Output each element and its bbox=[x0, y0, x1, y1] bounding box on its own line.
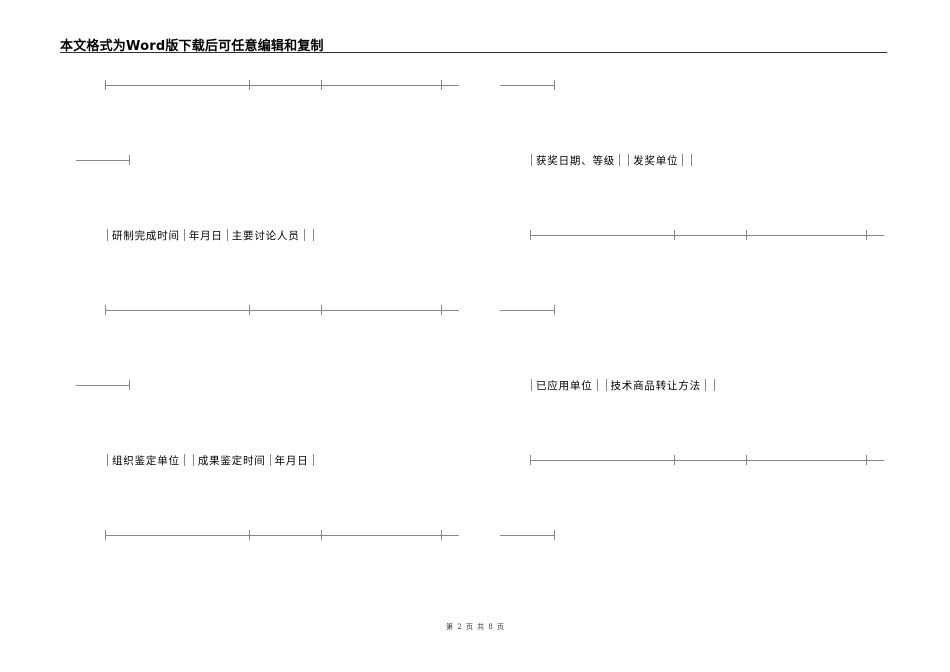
cell-border bbox=[312, 229, 314, 241]
table-tick bbox=[554, 305, 555, 315]
table-tick bbox=[105, 305, 106, 315]
table-tick bbox=[866, 455, 867, 465]
table-tick bbox=[321, 80, 322, 90]
cell-border bbox=[605, 379, 607, 391]
table-cell: 技术商品转让方法 bbox=[610, 379, 701, 392]
table-tick bbox=[321, 305, 322, 315]
table-tick bbox=[441, 530, 442, 540]
cell-border bbox=[269, 454, 271, 466]
table-tick bbox=[530, 230, 531, 240]
table-cell: 发奖单位 bbox=[633, 154, 679, 167]
table-rule-short bbox=[500, 535, 554, 536]
cell-border bbox=[531, 379, 532, 391]
table-tick bbox=[105, 80, 106, 90]
table-tick bbox=[249, 305, 250, 315]
header-title: 本文格式为Word版下载后可任意编辑和复制 bbox=[60, 39, 324, 54]
table-row: 研制完成时间 年月日 主要讨论人员 bbox=[103, 228, 318, 242]
table-cell: 组织鉴定单位 bbox=[112, 454, 180, 467]
cell-border bbox=[682, 154, 684, 166]
header-divider bbox=[60, 52, 887, 53]
table-tick bbox=[441, 80, 442, 90]
cell-border bbox=[192, 454, 194, 466]
cell-border bbox=[183, 454, 185, 466]
table-tick bbox=[129, 380, 130, 390]
cell-border bbox=[107, 229, 108, 241]
table-tick bbox=[674, 230, 675, 240]
cell-border bbox=[619, 154, 621, 166]
cell-border bbox=[312, 454, 314, 466]
table-tick bbox=[866, 230, 867, 240]
table-tick bbox=[554, 80, 555, 90]
cell-border bbox=[183, 229, 185, 241]
cell-border bbox=[303, 229, 305, 241]
table-cell: 年月日 bbox=[188, 229, 223, 242]
table-row: 已应用单位 技术商品转让方法 bbox=[527, 378, 719, 392]
table-rule-short bbox=[76, 385, 129, 386]
table-rule-short bbox=[500, 310, 554, 311]
table-cell: 获奖日期、等级 bbox=[536, 154, 616, 167]
cell-border bbox=[691, 154, 693, 166]
table-tick bbox=[746, 455, 747, 465]
table-tick bbox=[129, 155, 130, 165]
cell-border bbox=[531, 154, 532, 166]
cell-border bbox=[713, 379, 715, 391]
table-cell: 主要讨论人员 bbox=[231, 229, 300, 242]
table-tick bbox=[249, 530, 250, 540]
cell-border bbox=[226, 229, 228, 241]
table-row: 获奖日期、等级 发奖单位 bbox=[527, 153, 696, 167]
cell-border bbox=[596, 379, 598, 391]
table-rule-short bbox=[76, 160, 129, 161]
table-cell: 成果鉴定时间 bbox=[197, 454, 266, 467]
table-row: 组织鉴定单位 成果鉴定时间 年月日 bbox=[103, 453, 318, 467]
table-rule bbox=[105, 85, 459, 86]
table-rule-short bbox=[500, 85, 554, 86]
table-tick bbox=[746, 230, 747, 240]
table-cell: 研制完成时间 bbox=[112, 229, 180, 242]
table-tick bbox=[554, 530, 555, 540]
table-rule bbox=[530, 235, 884, 236]
cell-border bbox=[107, 454, 108, 466]
cell-border bbox=[704, 379, 706, 391]
table-cell: 已应用单位 bbox=[536, 379, 593, 392]
table-tick bbox=[249, 80, 250, 90]
table-tick bbox=[674, 455, 675, 465]
table-tick bbox=[105, 530, 106, 540]
table-rule bbox=[105, 310, 459, 311]
table-tick bbox=[441, 305, 442, 315]
page-number: 第 2 页 共 8 页 bbox=[445, 623, 505, 631]
table-cell: 年月日 bbox=[274, 454, 309, 467]
cell-border bbox=[628, 154, 630, 166]
table-tick bbox=[530, 455, 531, 465]
table-rule bbox=[530, 460, 884, 461]
table-rule bbox=[105, 535, 459, 536]
table-tick bbox=[321, 530, 322, 540]
